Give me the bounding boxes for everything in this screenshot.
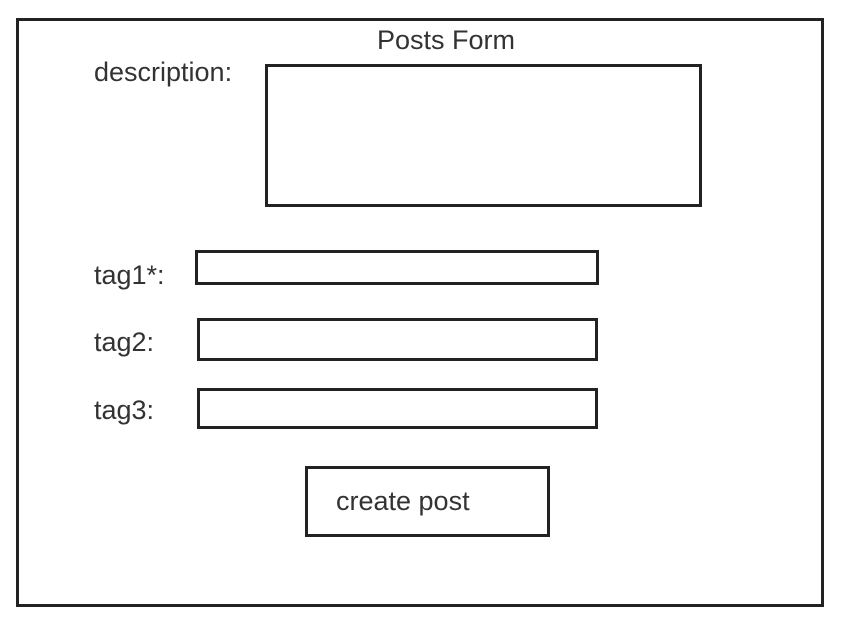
description-label: description: — [94, 57, 233, 87]
tag3-label: tag3: — [94, 395, 155, 425]
tag1-input[interactable] — [195, 250, 599, 285]
tag1-label: tag1*: — [94, 260, 165, 290]
tag3-input[interactable] — [197, 388, 598, 429]
tag2-label: tag2: — [94, 327, 155, 357]
form-title: Posts Form — [377, 25, 516, 55]
description-input[interactable] — [265, 64, 702, 207]
create-post-button[interactable]: create post — [305, 466, 550, 537]
tag2-input[interactable] — [197, 318, 598, 361]
